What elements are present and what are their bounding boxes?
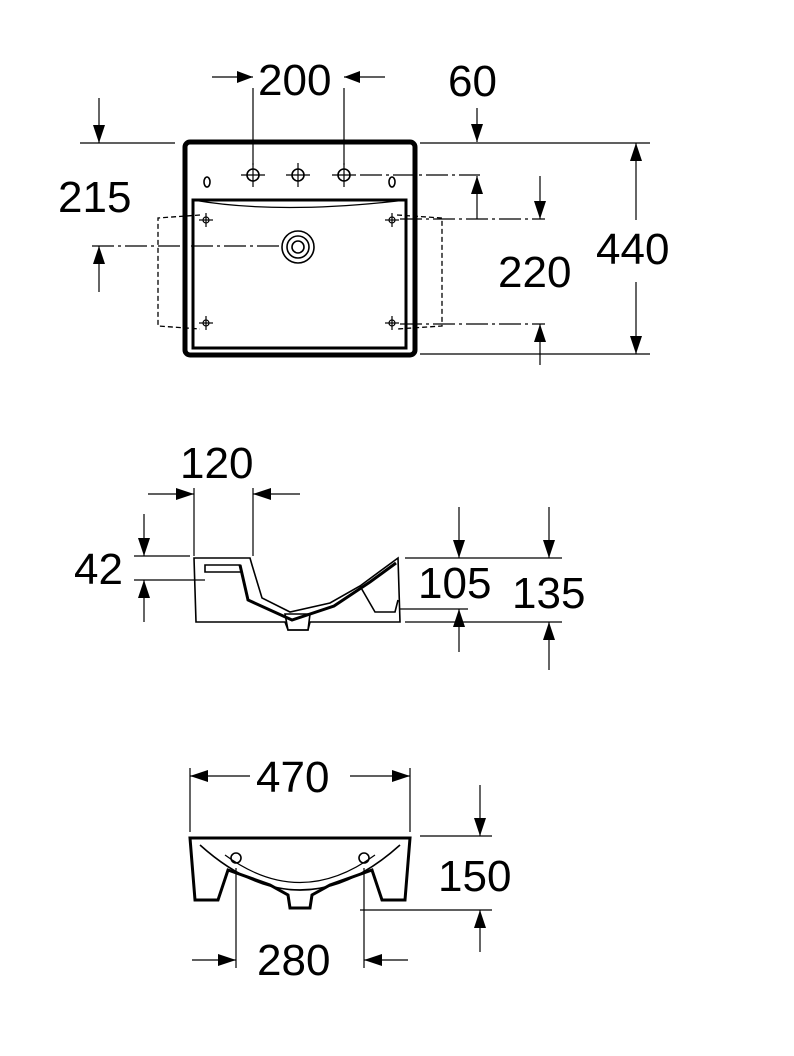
- fixing-left-front: [230, 852, 242, 864]
- basin-outline-top: [182, 139, 418, 358]
- top-view: 200 60 215 220 440: [58, 56, 669, 365]
- tap-hole-left: [241, 163, 265, 187]
- basin-outline-front: [188, 836, 412, 910]
- tap-hole-right: [332, 163, 356, 187]
- basin-profile-side: [193, 556, 401, 631]
- mount-point-br: [385, 316, 399, 330]
- side-view: 120 42 105 135: [74, 439, 585, 670]
- dim-120: 120: [180, 439, 253, 488]
- bowl-profile-side: [238, 561, 397, 622]
- bowl-curve-front: [199, 844, 401, 891]
- dim-200: 200: [258, 56, 331, 105]
- mount-point-tl: [199, 213, 213, 227]
- dim-42: 42: [74, 545, 123, 594]
- waste-spigot-side: [284, 613, 311, 631]
- dim-135: 135: [512, 569, 585, 618]
- bowl-inner-curve-front: [224, 854, 376, 884]
- leg-side: [359, 585, 399, 613]
- dim-105: 105: [418, 559, 491, 608]
- overflow-hole-left: [203, 176, 211, 188]
- bowl-front-lip: [192, 199, 407, 209]
- tap-hole-center: [286, 163, 310, 187]
- dim-60: 60: [448, 57, 497, 106]
- dim-470: 470: [256, 753, 329, 802]
- fixing-right-front: [358, 852, 370, 864]
- bracket-left-dashed: [157, 214, 201, 330]
- bracket-right-dashed: [396, 214, 443, 330]
- rim-lip-side: [204, 564, 244, 573]
- dim-440: 440: [596, 225, 669, 274]
- bowl-inner-top: [191, 198, 408, 350]
- front-view: 470 150 280: [188, 753, 511, 985]
- dim-220: 220: [498, 248, 571, 297]
- waste-outlet-top: [281, 230, 315, 264]
- overflow-hole-right: [388, 176, 396, 188]
- mount-point-bl: [199, 316, 213, 330]
- dim-150: 150: [438, 852, 511, 901]
- dim-215: 215: [58, 173, 131, 222]
- dim-280: 280: [257, 936, 330, 985]
- mount-point-tr: [385, 213, 399, 227]
